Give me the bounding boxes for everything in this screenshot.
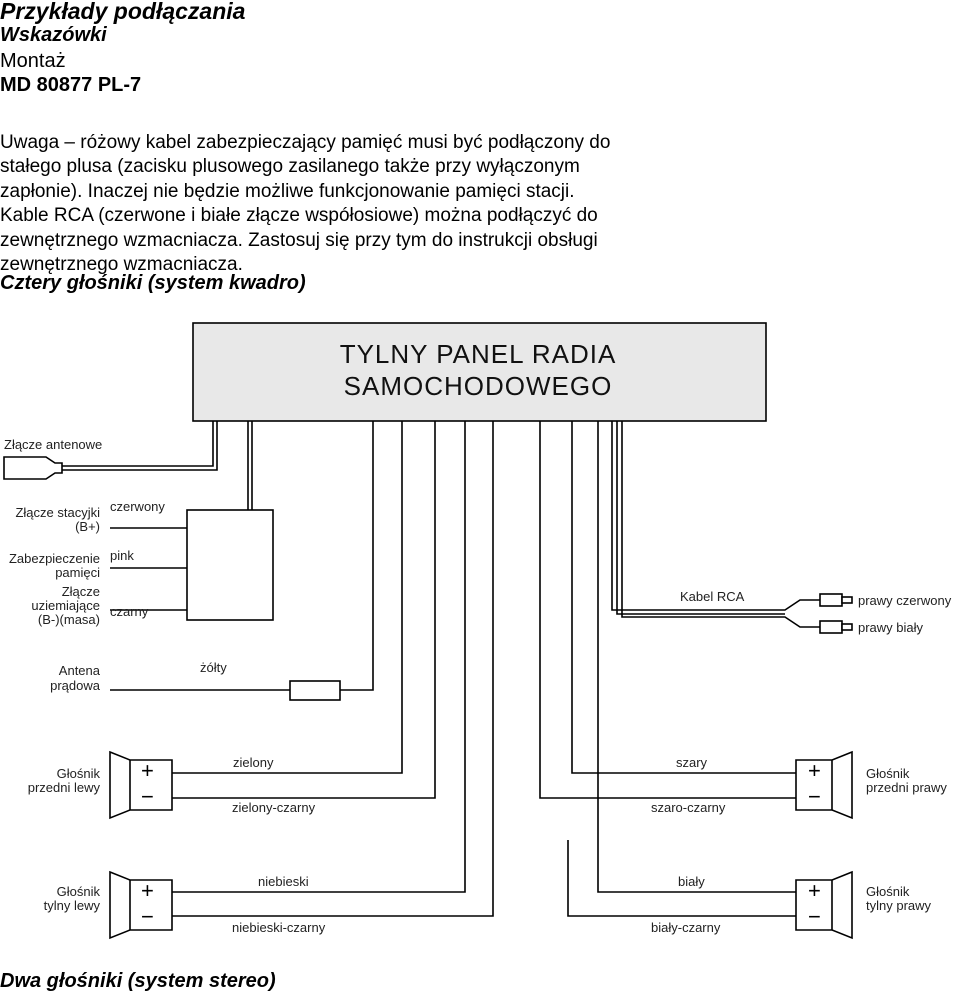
rear-left-positive-color: niebieski [258,874,309,889]
rear-right-negative-wire [567,840,798,917]
rca-red-plug [819,593,843,607]
front-left-speaker-label-line1: Głośnik [57,766,101,781]
section-heading-quad: Cztery głośniki (system kwadro) [0,272,306,294]
front-right-speaker-label-line2: przedni prawy [866,780,947,795]
rear-right-speaker-label-line2: tylny prawy [866,898,932,913]
ignition-label-line2: (B+) [75,519,100,534]
rca-white-label: prawy biały [858,620,924,635]
power-antenna-wire-color: żółty [200,660,227,675]
rear-right-negative-color: biały-czarny [651,920,721,935]
note-line: zapłonie). Inaczej nie będzie możliwe fu… [0,180,575,202]
rear-left-positive-wire [170,421,466,893]
panel-title-line2: SAMOCHODOWEGO [344,371,613,401]
rca-white-tip [841,623,853,631]
power-antenna-fuse [289,680,341,701]
front-right-speaker-label-line1: Głośnik [866,766,910,781]
front-right-minus-sign: − [808,784,821,809]
rear-right-speaker-label-line1: Głośnik [866,884,910,899]
antenna-cable [62,421,218,471]
fuse-box-lead [247,421,253,510]
ground-label-line2: uziemiające [31,598,100,613]
ignition-label-line1: Złącze stacyjki [15,505,100,520]
note-line: zewnętrznego wzmacniacza. [0,254,243,276]
front-left-speaker-label-line2: przedni lewy [28,780,101,795]
ground-label-line1: Złącze [62,584,100,599]
rca-red-tip [841,596,853,604]
rca-cable [611,421,820,628]
section-subtitle: Wskazówki [0,24,107,46]
rear-right-plus-sign: + [808,878,821,903]
rca-red-label: prawy czerwony [858,593,952,608]
note-line: Uwaga – różowy kabel zabezpieczający pam… [0,132,611,153]
rear-right-positive-color: biały [678,874,705,889]
power-antenna-label-line2: prądowa [50,678,101,693]
note-line: Kable RCA (czerwone i białe złącze współ… [0,205,598,227]
front-right-positive-color: szary [676,755,708,770]
rear-left-speaker-label-line1: Głośnik [57,884,101,899]
rear-left-speaker-label-line2: tylny lewy [44,898,101,913]
front-right-positive-wire [571,421,798,774]
rca-cable-label: Kabel RCA [680,589,745,604]
memory-label-line2: pamięci [55,565,100,580]
antenna-connector-label: Złącze antenowe [4,437,102,452]
mounting-heading: Montaż [0,50,66,72]
rear-right-positive-wire [597,421,798,893]
ignition-wire-color: czerwony [110,499,165,514]
front-left-minus-sign: − [141,784,154,809]
rear-right-speaker-icon [795,870,853,940]
front-right-plus-sign: + [808,758,821,783]
note-line: stałego plusa (zacisku plusowego zasilan… [0,156,580,178]
memory-wire-color: pink [110,548,134,563]
radio-rear-panel [192,322,767,422]
front-left-speaker-icon [109,750,173,820]
note-line: zewnętrznego wzmacniacza. Zastosuj się p… [0,229,598,251]
front-left-negative-wire [170,421,436,799]
ground-wire-color: czarny [110,604,149,619]
power-antenna-label-line1: Antena [59,663,101,678]
power-antenna-wire [110,421,374,691]
antenna-connector-plug [3,456,63,480]
front-left-positive-color: zielony [233,755,274,770]
fuse-box [186,509,274,621]
rear-left-negative-color: niebieski-czarny [232,920,326,935]
front-right-speaker-icon [795,750,853,820]
rear-left-plus-sign: + [141,878,154,903]
front-left-negative-color: zielony-czarny [232,800,316,815]
page-title: Przykłady podłączania [0,0,246,24]
ground-label-line3: (B-)(masa) [38,612,100,627]
front-right-negative-color: szaro-czarny [651,800,726,815]
front-right-negative-wire [539,421,798,799]
wiring-diagram: TYLNY PANEL RADIA SAMOCHODOWEGO Złącze a… [3,322,952,940]
panel-title-line1: TYLNY PANEL RADIA [340,339,617,369]
rear-right-minus-sign: − [808,904,821,929]
rear-left-negative-wire [170,421,494,917]
rear-left-minus-sign: − [141,904,154,929]
memory-label-line1: Zabezpieczenie [9,551,100,566]
section-heading-stereo: Dwa głośniki (system stereo) [0,970,276,992]
front-left-plus-sign: + [141,758,154,783]
note-paragraph: Uwaga – różowy kabel zabezpieczający pam… [0,131,720,277]
rca-white-plug [819,620,843,634]
rear-left-speaker-icon [109,870,173,940]
model-number: MD 80877 PL-7 [0,74,142,96]
front-left-positive-wire [170,421,403,774]
